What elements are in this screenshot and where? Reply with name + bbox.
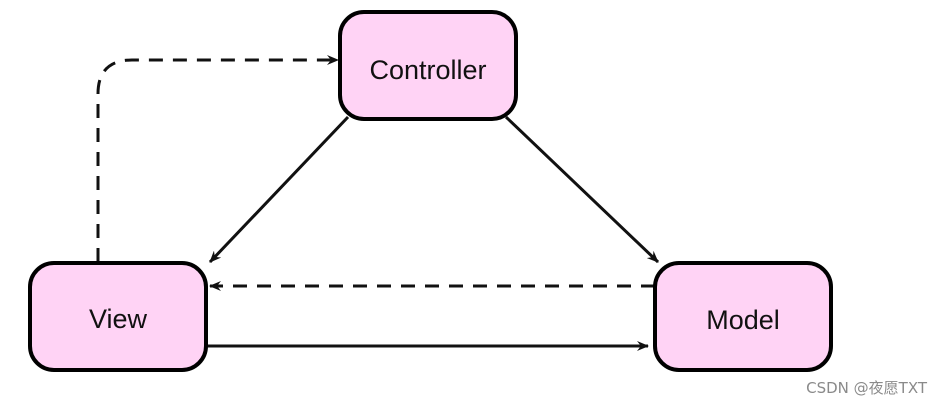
node-model: Model — [653, 261, 833, 372]
edge-view-to-controller-dashed — [96, 55, 339, 262]
watermark-text: CSDN @夜愿TXT — [806, 379, 927, 397]
node-view: View — [28, 261, 208, 372]
view-label: View — [89, 304, 148, 334]
edge-controller-to-view — [208, 115, 350, 264]
model-label: Model — [706, 305, 780, 335]
controller-label: Controller — [369, 55, 486, 85]
edge-controller-to-model — [504, 115, 660, 264]
node-controller: Controller — [338, 10, 518, 121]
